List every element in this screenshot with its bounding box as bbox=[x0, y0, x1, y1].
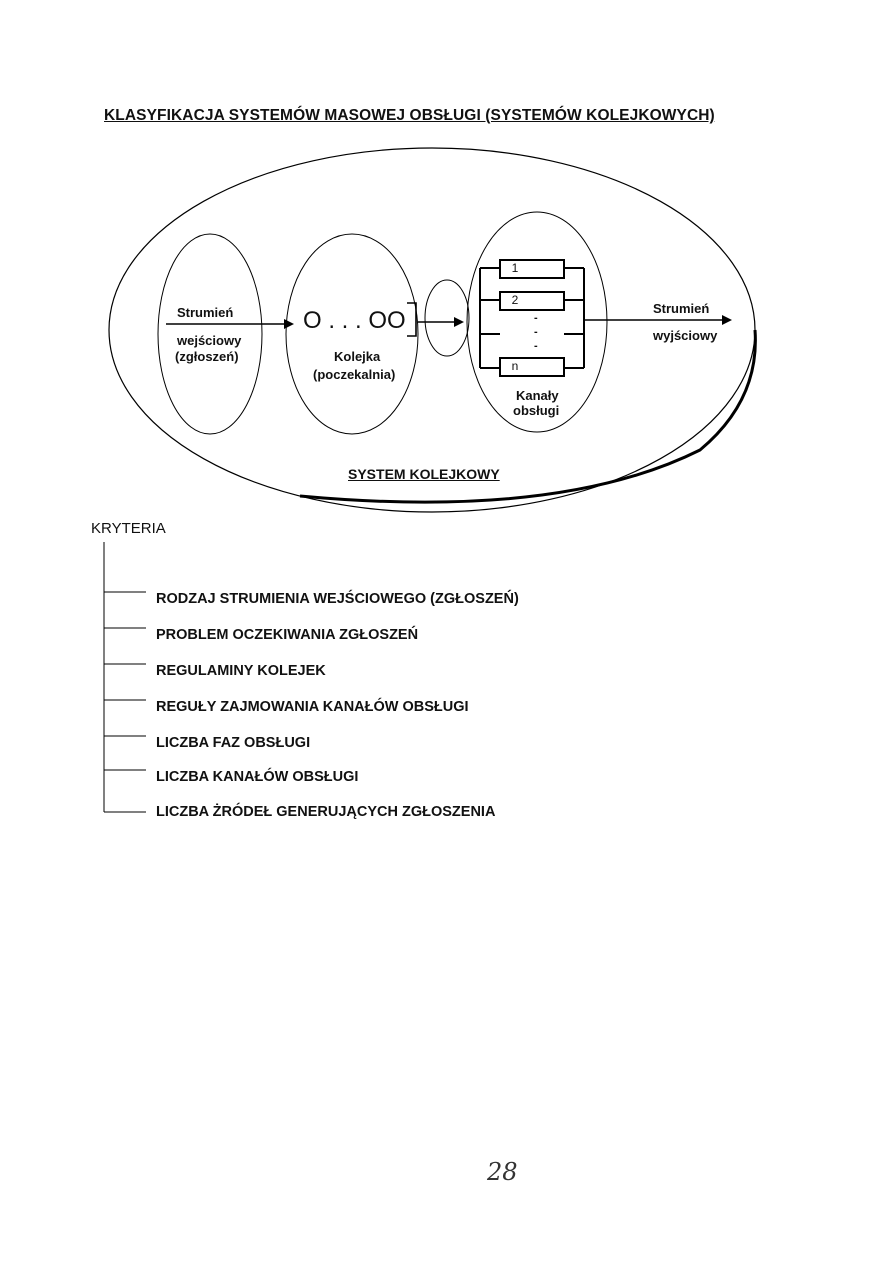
criterion-item: LICZBA KANAŁÓW OBSŁUGI bbox=[156, 769, 359, 785]
criterion-item: REGULAMINY KOLEJEK bbox=[156, 663, 326, 679]
page-title: KLASYFIKACJA SYSTEMÓW MASOWEJ OBSŁUGI (S… bbox=[104, 107, 715, 124]
criterion-item: REGUŁY ZAJMOWANIA KANAŁÓW OBSŁUGI bbox=[156, 699, 469, 715]
criterion-item: PROBLEM OCZEKIWANIA ZGŁOSZEŃ bbox=[156, 627, 419, 643]
channel-dot-2: - bbox=[534, 326, 538, 338]
input-stream-label-3: (zgłoszeń) bbox=[175, 349, 239, 364]
system-ellipse-thick-edge bbox=[299, 329, 757, 504]
queue-label-2: (poczekalnia) bbox=[313, 367, 396, 382]
channels-caption-2: obsługi bbox=[513, 403, 560, 418]
channel-2-label: 2 bbox=[511, 293, 519, 307]
output-stream-label-2: wyjściowy bbox=[653, 328, 718, 343]
page-number: 28 bbox=[487, 1158, 518, 1186]
queue-label-1: Kolejka bbox=[334, 349, 381, 364]
system-label: SYSTEM KOLEJKOWY bbox=[348, 466, 500, 482]
criterion-item: LICZBA FAZ OBSŁUGI bbox=[156, 735, 311, 751]
criteria-heading: KRYTERIA bbox=[91, 520, 166, 537]
queue-ellipse bbox=[285, 233, 419, 435]
criterion-item: RODZAJ STRUMIENIA WEJŚCIOWEGO (ZGŁOSZEŃ) bbox=[156, 591, 519, 607]
channels-ellipse bbox=[466, 211, 608, 433]
service-entry-ellipse bbox=[424, 279, 470, 357]
output-stream-label-1: Strumień bbox=[653, 301, 710, 316]
channel-dot-3: - bbox=[534, 340, 538, 352]
queue-symbols: O . . . OO bbox=[303, 307, 406, 334]
channel-dot-1: - bbox=[534, 312, 538, 324]
channel-n-label: n bbox=[511, 359, 519, 373]
channel-1-label: 1 bbox=[511, 261, 519, 275]
input-stream-ellipse bbox=[157, 233, 263, 435]
input-stream-label-1: Strumień bbox=[177, 305, 234, 320]
criterion-item: LICZBA ŻRÓDEŁ GENERUJĄCYCH ZGŁOSZENIA bbox=[156, 804, 496, 820]
queue-bracket bbox=[407, 302, 417, 337]
input-stream-label-2: wejściowy bbox=[177, 333, 242, 348]
channels-caption-1: Kanały bbox=[516, 388, 559, 403]
